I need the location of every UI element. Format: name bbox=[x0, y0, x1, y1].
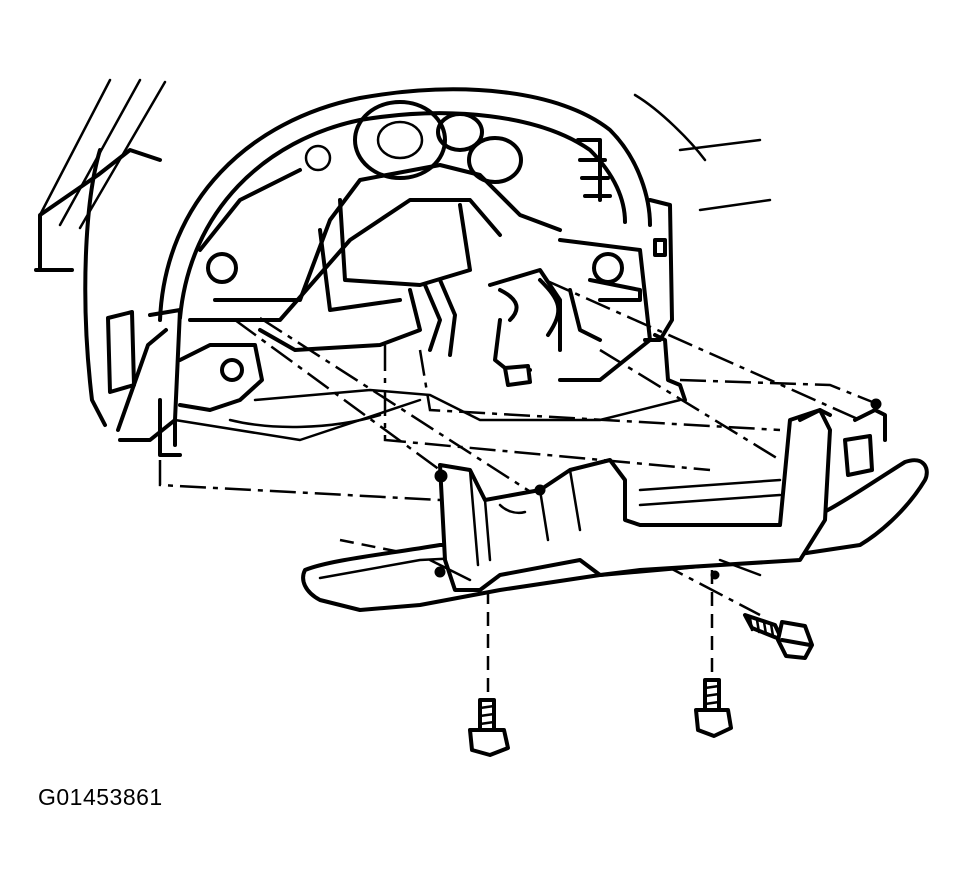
suspension-components bbox=[188, 100, 652, 387]
left-vertical-bolt bbox=[468, 698, 510, 757]
underbody-floor bbox=[173, 388, 682, 442]
right-vertical-bolt bbox=[694, 678, 733, 738]
figure-id-label: G01453861 bbox=[38, 784, 163, 810]
alignment-lines bbox=[158, 278, 881, 700]
wheel-well-arch bbox=[158, 87, 772, 322]
bumper-mounting-bracket bbox=[118, 198, 687, 457]
body-panel-left bbox=[34, 78, 168, 432]
rear-bumper bbox=[301, 398, 929, 612]
angled-bolt bbox=[743, 613, 814, 660]
